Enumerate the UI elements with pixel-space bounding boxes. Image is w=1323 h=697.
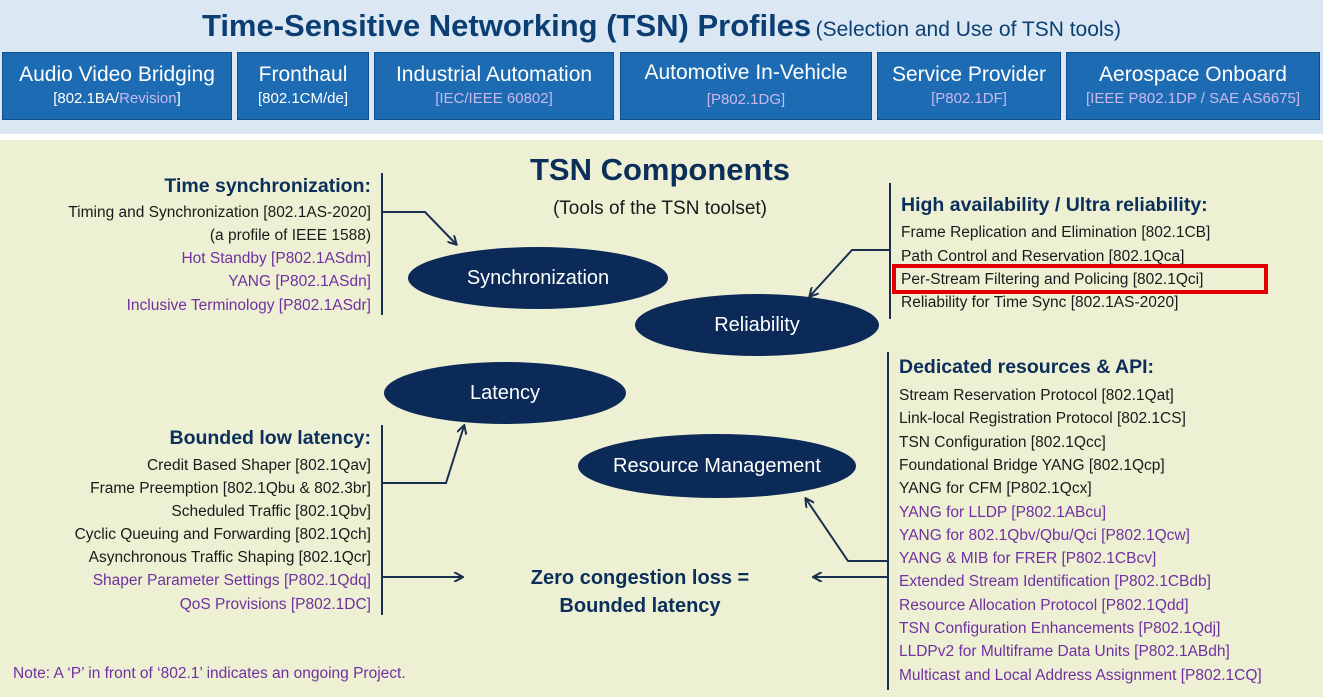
ellipse-reliability[interactable]: Reliability [635, 294, 879, 356]
time-sync-divider [381, 173, 383, 315]
time-sync-item: Inclusive Terminology [P802.1ASdr] [126, 297, 371, 314]
time-sync-item: (a profile of IEEE 1588) [209, 227, 371, 244]
high-availability-heading: High availability / Ultra reliability: [901, 194, 1208, 216]
dedicated-resources-item: Extended Stream Identification [P802.1CB… [899, 573, 1211, 590]
high-availability-item: Reliability for Time Sync [802.1AS-2020] [901, 294, 1179, 311]
high-availability-item-highlighted[interactable]: Per-Stream Filtering and Policing [802.1… [901, 271, 1204, 288]
profile-name: Industrial Automation [395, 63, 593, 86]
time-sync-item: Timing and Synchronization [802.1AS-2020… [68, 204, 371, 221]
components-title: TSN Components [529, 152, 791, 187]
time-sync-heading: Time synchronization: [164, 175, 371, 197]
dedicated-resources-item: YANG for CFM [P802.1Qcx] [899, 480, 1092, 497]
profile-industrial-automation[interactable]: Industrial Automation [IEC/IEEE 60802] [374, 52, 614, 120]
bounded-latency-item: Scheduled Traffic [802.1Qbv] [171, 503, 371, 520]
zero-loss-line-2: Bounded latency [559, 595, 721, 617]
ellipse-resource-management[interactable]: Resource Management [578, 434, 856, 498]
profile-name: Fronthaul [258, 63, 348, 86]
page-title-subtitle: (Selection and Use of TSN tools) [815, 18, 1122, 41]
bounded-latency-item: Shaper Parameter Settings [P802.1Qdq] [92, 572, 371, 589]
profile-standard: [P802.1DF] [931, 90, 1007, 107]
bounded-latency-item: Cyclic Queuing and Forwarding [802.1Qch] [74, 526, 371, 543]
profile-aerospace-onboard[interactable]: Aerospace Onboard [IEEE P802.1DP / SAE A… [1066, 52, 1320, 120]
bounded-latency-divider [381, 425, 383, 615]
dedicated-resources-item: YANG for 802.1Qbv/Qbu/Qci [P802.1Qcw] [899, 527, 1190, 544]
dedicated-resources-item: TSN Configuration Enhancements [P802.1Qd… [899, 620, 1221, 637]
dedicated-resources-divider [887, 352, 889, 690]
profile-fronthaul[interactable]: Fronthaul [802.1CM/de] [237, 52, 369, 120]
page-title-main: Time-Sensitive Networking (TSN) Profiles [201, 8, 812, 43]
time-sync-item: Hot Standby [P802.1ASdm] [181, 250, 371, 267]
highlight-box [892, 264, 1268, 294]
components-panel [0, 140, 1323, 697]
bounded-latency-heading: Bounded low latency: [169, 427, 371, 449]
high-availability-item: Path Control and Reservation [802.1Qca] [901, 248, 1185, 265]
profile-name: Aerospace Onboard [1099, 63, 1287, 86]
profile-standard: [P802.1DG] [706, 91, 786, 108]
bounded-latency-item: Frame Preemption [802.1Qbu & 802.3br] [90, 480, 371, 497]
profile-name: Automotive In-Vehicle [644, 61, 848, 84]
profile-standard: [IEEE P802.1DP / SAE AS6675] [1085, 90, 1301, 107]
time-sync-item: YANG [P802.1ASdn] [228, 273, 371, 290]
dedicated-resources-heading: Dedicated resources & API: [899, 356, 1155, 378]
footnote: Note: A ‘P’ in front of ‘802.1’ indicate… [13, 665, 406, 682]
dedicated-resources-item: YANG for LLDP [P802.1ABcu] [899, 504, 1107, 521]
profile-name: Audio Video Bridging [19, 63, 215, 86]
high-availability-item: Frame Replication and Elimination [802.1… [901, 224, 1211, 241]
dedicated-resources-item: LLDPv2 for Multiframe Data Units [P802.1… [899, 643, 1230, 660]
zero-loss-line-1: Zero congestion loss = [530, 567, 750, 589]
ellipse-synchronization[interactable]: Synchronization [408, 247, 668, 309]
profile-standard: [802.1CM/de] [257, 90, 349, 107]
bounded-latency-item: QoS Provisions [P802.1DC] [179, 596, 371, 613]
dedicated-resources-item: Link-local Registration Protocol [802.1C… [899, 410, 1186, 427]
profile-standard: [802.1BA/Revision] [53, 90, 181, 107]
dedicated-resources-item: TSN Configuration [802.1Qcc] [899, 434, 1106, 451]
dedicated-resources-item: Resource Allocation Protocol [P802.1Qdd] [899, 597, 1189, 614]
dedicated-resources-item: Stream Reservation Protocol [802.1Qat] [899, 387, 1174, 404]
profile-automotive-in-vehicle[interactable]: Automotive In-Vehicle [P802.1DG] [620, 52, 872, 120]
profile-name: Service Provider [891, 63, 1047, 86]
profile-standard: [IEC/IEEE 60802] [435, 90, 553, 107]
bounded-latency-item: Asynchronous Traffic Shaping [802.1Qcr] [88, 549, 371, 566]
high-availability-divider [889, 183, 891, 319]
zero-congestion-loss-label: Zero congestion loss = Bounded latency [490, 564, 790, 620]
dedicated-resources-item: Multicast and Local Address Assignment [… [899, 667, 1262, 684]
dedicated-resources-item: YANG & MIB for FRER [P802.1CBcv] [899, 550, 1157, 567]
bounded-latency-item: Credit Based Shaper [802.1Qav] [146, 457, 371, 474]
profile-service-provider[interactable]: Service Provider [P802.1DF] [877, 52, 1061, 120]
components-subtitle: (Tools of the TSN toolset) [552, 198, 768, 219]
dedicated-resources-item: Foundational Bridge YANG [802.1Qcp] [899, 457, 1165, 474]
ellipse-latency[interactable]: Latency [384, 362, 626, 424]
page-title: Time-Sensitive Networking (TSN) Profiles… [0, 8, 1323, 44]
profile-audio-video-bridging[interactable]: Audio Video Bridging [802.1BA/Revision] [2, 52, 232, 120]
